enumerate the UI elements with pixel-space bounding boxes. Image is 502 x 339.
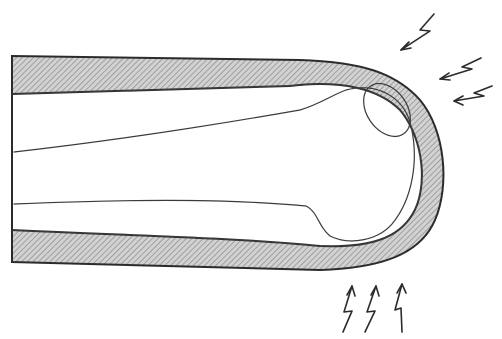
- lightning-arrow-4: [343, 286, 355, 332]
- lightning-arrow-1: [401, 14, 434, 50]
- lightning-arrow-2: [440, 58, 481, 80]
- joint-capsule-inner: [12, 84, 422, 246]
- bone-outline: [14, 88, 414, 241]
- lightning-arrow-6: [395, 284, 406, 332]
- lightning-arrow-3: [454, 86, 492, 105]
- lightning-arrow-5: [365, 286, 379, 332]
